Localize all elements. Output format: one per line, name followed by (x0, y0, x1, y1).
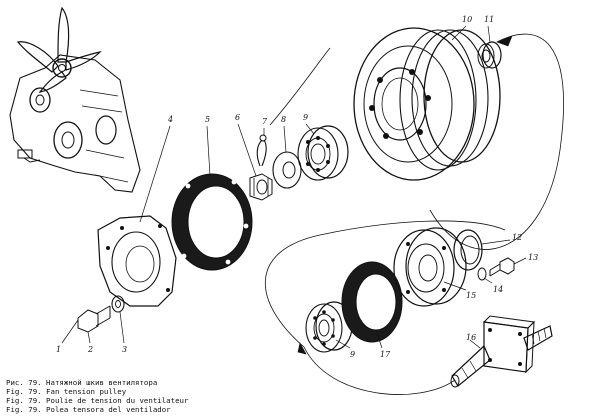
engine-fan-assembly (9, 6, 141, 193)
caption-spanish: Fig. 79. Polea tensora del ventilador (6, 405, 171, 414)
callout-1: 1 (56, 345, 61, 354)
callout-17: 17 (380, 350, 391, 359)
callout-12: 12 (512, 233, 522, 242)
pulley-main (353, 27, 501, 181)
belt-loop-lower (265, 220, 506, 395)
callout-3: 3 (122, 345, 127, 354)
callout-16: 16 (466, 333, 476, 342)
callout-4: 4 (167, 115, 173, 124)
small-bolt (489, 257, 515, 277)
callout-labels: 1 2 3 4 5 6 7 8 9 9 10 11 12 13 14 15 16… (56, 15, 538, 359)
flange-plate (97, 215, 177, 307)
pulley-hub (393, 227, 467, 307)
callout-2: 2 (87, 345, 93, 354)
seal-ring (453, 229, 483, 271)
caption-russian: Рис. 79. Натяжной шкив вентилятора (6, 378, 158, 387)
callout-10: 10 (462, 15, 472, 24)
bolt (77, 305, 111, 333)
leader-lines (61, 25, 527, 349)
callout-5: 5 (205, 115, 210, 124)
castle-nut (249, 173, 273, 201)
callout-14: 14 (493, 285, 503, 294)
ball-bearing-lower (305, 301, 353, 353)
washer (272, 151, 302, 189)
callout-11: 11 (484, 15, 494, 24)
callout-7: 7 (262, 117, 268, 126)
caption-french: Fig. 79. Poulie de tension du ventilateu… (6, 396, 189, 405)
gasket-ring (171, 173, 253, 271)
bushing (477, 41, 502, 69)
callout-6: 6 (235, 113, 240, 122)
caption-english: Fig. 79. Fan tension pulley (6, 387, 127, 396)
cotter-pin (256, 134, 267, 167)
belt-loop-upper (269, 33, 564, 250)
callout-8: 8 (281, 115, 286, 124)
callout-9-upper: 9 (303, 113, 308, 122)
callout-9-lower: 9 (350, 350, 355, 359)
ball-bearing-upper (297, 125, 349, 181)
axle-bracket (450, 315, 553, 388)
small-washer (477, 267, 487, 281)
callout-13: 13 (528, 253, 538, 262)
callout-15: 15 (466, 291, 476, 300)
gasket-ring-lower (341, 261, 403, 343)
lock-washer (111, 295, 125, 313)
figure-caption: Рис. 79. Натяжной шкив вентилятора Fig. … (6, 378, 306, 414)
